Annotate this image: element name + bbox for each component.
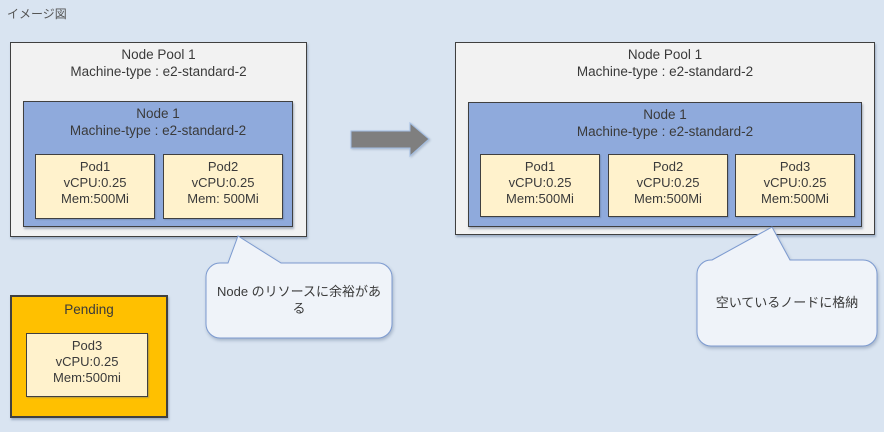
pod1-after-cpu: vCPU:0.25 [508,175,572,190]
pending-title: Pending [64,302,114,317]
pod3-pending-mem: Mem:500mi [53,370,121,385]
pod2-after: Pod2 vCPU:0.25 Mem:500Mi [608,154,728,217]
node-after-title: Node 1 Machine-type : e2-standard-2 [469,106,861,140]
pod3-pending-cpu: vCPU:0.25 [55,354,119,369]
pod2-before: Pod2 vCPU:0.25 Mem: 500Mi [163,154,283,219]
pod3-after: Pod3 vCPU:0.25 Mem:500Mi [735,154,855,217]
pod2-after-cpu: vCPU:0.25 [636,175,700,190]
pod2-after-mem: Mem:500Mi [634,191,702,206]
callout-right-text: 空いているノードに格納 [715,294,859,310]
node-pool-before: Node Pool 1 Machine-type : e2-standard-2… [10,42,307,237]
node-before-name: Node 1 [136,106,180,121]
node-pool-after-name: Node Pool 1 [627,47,703,62]
pod3-pending-name: Pod3 [71,338,103,353]
pod3-after-name: Pod3 [779,159,811,174]
node-pool-before-title: Node Pool 1 Machine-type : e2-standard-2 [11,46,306,80]
pod1-before-cpu: vCPU:0.25 [63,175,127,190]
pod2-before-cpu: vCPU:0.25 [191,175,255,190]
node-after-name: Node 1 [643,107,687,122]
pod2-before-name: Pod2 [207,159,239,174]
node-before-machine-type: Machine-type : e2-standard-2 [69,123,247,138]
pod1-after-name: Pod1 [524,159,556,174]
pod3-pending: Pod3 vCPU:0.25 Mem:500mi [26,333,148,397]
node-after-machine-type: Machine-type : e2-standard-2 [576,124,754,139]
node-pool-after-machine-type: Machine-type : e2-standard-2 [576,64,754,79]
pod1-before: Pod1 vCPU:0.25 Mem:500Mi [35,154,155,219]
pod3-after-mem: Mem:500Mi [761,191,829,206]
node-before: Node 1 Machine-type : e2-standard-2 Pod1… [23,101,293,227]
pod3-after-cpu: vCPU:0.25 [763,175,827,190]
pod1-after-mem: Mem:500Mi [506,191,574,206]
node-pool-before-name: Node Pool 1 [121,47,196,62]
pod2-after-name: Pod2 [652,159,684,174]
pod1-after: Pod1 vCPU:0.25 Mem:500Mi [480,154,600,217]
node-after: Node 1 Machine-type : e2-standard-2 Pod1… [468,102,862,227]
callout-left-text: Node のリソースに余裕がある [216,284,382,316]
node-pool-before-machine-type: Machine-type : e2-standard-2 [70,64,247,79]
node-pool-after-title: Node Pool 1 Machine-type : e2-standard-2 [456,46,874,80]
pod2-before-mem: Mem: 500Mi [187,191,259,206]
pod1-before-mem: Mem:500Mi [61,191,129,206]
pod1-before-name: Pod1 [79,159,111,174]
node-pool-after: Node Pool 1 Machine-type : e2-standard-2… [455,42,875,235]
pending-box: Pending Pod3 vCPU:0.25 Mem:500mi [10,295,168,418]
transition-arrow-icon [350,121,430,158]
node-before-title: Node 1 Machine-type : e2-standard-2 [24,105,292,139]
diagram-title: イメージ図 [7,7,67,21]
